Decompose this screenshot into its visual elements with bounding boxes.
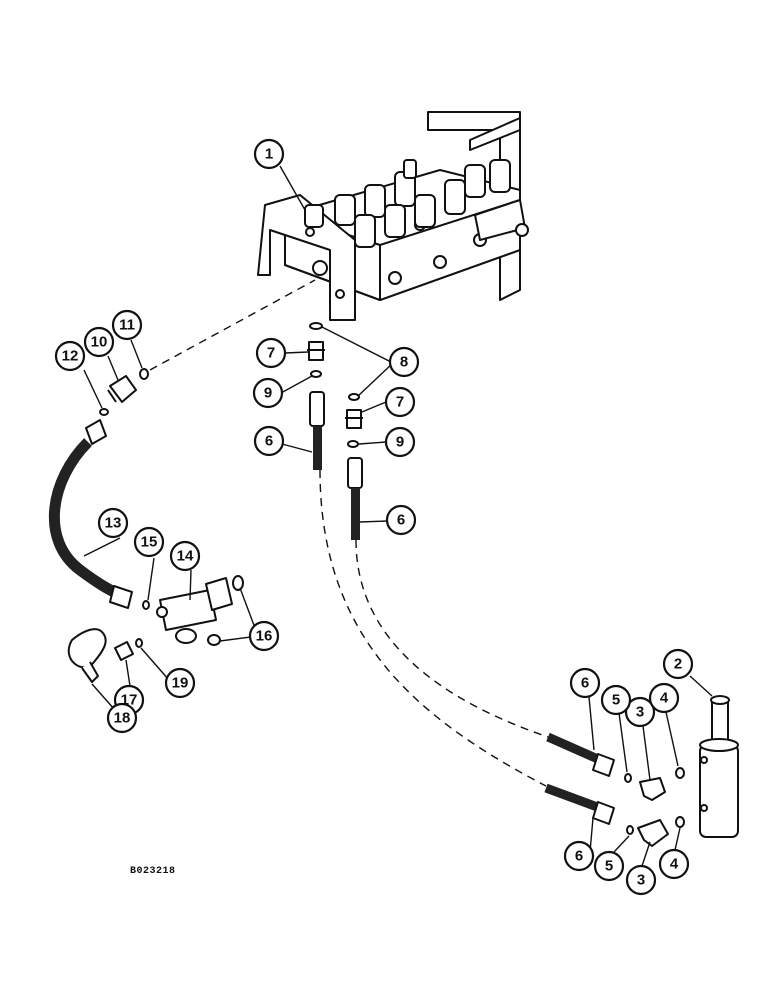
callout-5-upper: 5 [600, 684, 632, 716]
callout-6-left: 6 [253, 425, 285, 457]
clip [67, 628, 107, 683]
o-rings [99, 322, 685, 835]
callout-9-left: 9 [252, 377, 284, 409]
callout-16: 16 [248, 620, 280, 652]
callout-1: 1 [253, 138, 285, 170]
callout-label-13: 13 [105, 515, 122, 532]
callout-label-2: 2 [674, 656, 682, 673]
callout-label-3-upper: 3 [636, 704, 644, 721]
callout-label-4-upper: 4 [660, 690, 669, 707]
callout-label-16: 16 [256, 628, 273, 645]
callout-6-right: 6 [385, 504, 417, 536]
hose-routing-lines [149, 279, 549, 787]
callout-label-7-left: 7 [267, 345, 275, 362]
callout-label-12: 12 [62, 348, 79, 365]
hoses [309, 391, 615, 825]
callout-10: 10 [83, 326, 115, 358]
callout-9-right: 9 [384, 426, 416, 458]
callout-label-1: 1 [265, 146, 273, 163]
callout-8: 8 [388, 346, 420, 378]
valve-bank-assembly [257, 111, 529, 321]
callout-label-10: 10 [91, 334, 108, 351]
hose-assembly [48, 419, 133, 609]
callout-7-right: 7 [384, 386, 416, 418]
callout-label-6-right: 6 [397, 512, 405, 529]
hydraulic-cylinder [699, 695, 739, 838]
callout-3-upper: 3 [624, 696, 656, 728]
callout-label-14: 14 [177, 548, 194, 565]
callout-label-6-cyl-lower: 6 [575, 848, 583, 865]
figure-code: B023218 [130, 866, 176, 877]
callout-6-cyl-upper: 6 [569, 667, 601, 699]
grease-fitting [114, 641, 134, 661]
callout-18: 18 [106, 702, 138, 734]
callout-15: 15 [133, 526, 165, 558]
callout-3-lower: 3 [625, 864, 657, 896]
elbow-fitting-lower [637, 819, 669, 847]
callout-label-5-upper: 5 [612, 692, 620, 709]
callout-label-11: 11 [119, 317, 135, 334]
callout-7-left: 7 [255, 337, 287, 369]
callout-label-18: 18 [114, 710, 131, 727]
callout-4-upper: 4 [648, 682, 680, 714]
straight-adapters [307, 341, 363, 429]
callout-label-19: 19 [172, 675, 189, 692]
callout-2: 2 [662, 648, 694, 680]
callout-label-15: 15 [141, 534, 158, 551]
elbow-fitting-upper [639, 777, 666, 801]
callout-5-lower: 5 [593, 850, 625, 882]
callout-label-5-lower: 5 [605, 858, 613, 875]
swivel-elbow [107, 375, 137, 403]
callout-label-6-left: 6 [265, 433, 273, 450]
callout-label-9-right: 9 [396, 434, 404, 451]
callout-11: 11 [111, 309, 143, 341]
callout-4-lower: 4 [658, 848, 690, 880]
tee-fitting [156, 577, 233, 644]
callout-label-9-left: 9 [264, 385, 272, 402]
callout-label-4-lower: 4 [670, 856, 679, 873]
callout-label-3-lower: 3 [637, 872, 645, 889]
callout-12: 12 [54, 340, 86, 372]
callout-label-8: 8 [400, 354, 408, 371]
callout-19: 19 [164, 667, 196, 699]
callout-13: 13 [97, 507, 129, 539]
callout-6-cyl-lower: 6 [563, 840, 595, 872]
callout-label-6-cyl-upper: 6 [581, 675, 589, 692]
callout-label-7-right: 7 [396, 394, 404, 411]
callout-14: 14 [169, 540, 201, 572]
